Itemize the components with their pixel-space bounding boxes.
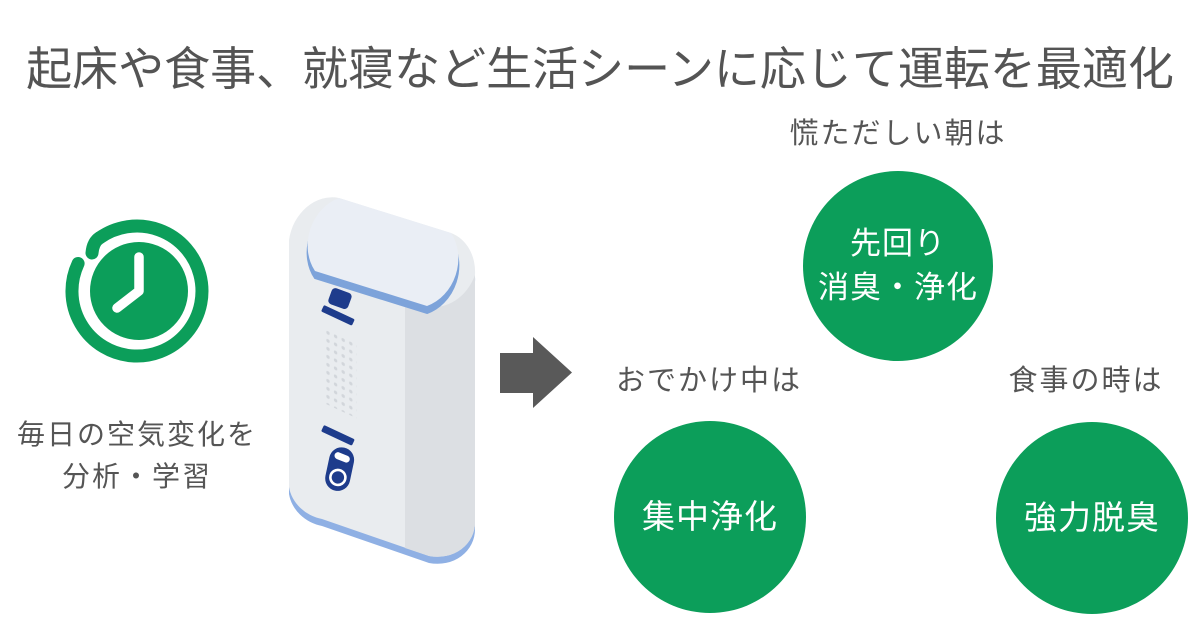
mode-text-line1: 先回り (850, 226, 946, 261)
device-vent-bar-bottom (321, 425, 355, 446)
scene-circle-morning: 先回り 消臭・浄化 (803, 171, 993, 361)
refresh-ring (65, 219, 209, 363)
clock-caption-line2: 分析・学習 (61, 461, 213, 492)
scene-circle-out: 集中浄化 (614, 421, 806, 613)
clock-refresh-icon (65, 219, 209, 363)
device-display (328, 288, 352, 310)
scene-label-out: おでかけ中は (615, 365, 803, 397)
refresh-arrow-tip (85, 231, 107, 260)
page-title: 起床や食事、就寝など生活シーンに応じて運転を最適化 (26, 43, 1174, 95)
clock-caption: 毎日の空気変化を 分析・学習 (17, 414, 257, 498)
clock-hands (112, 252, 144, 313)
mode-text-line2: 消臭・浄化 (818, 270, 978, 305)
device-dial (325, 447, 355, 491)
daily-analysis-feature (55, 205, 220, 377)
device-top-face (307, 198, 459, 306)
air-purifier-illustration (277, 192, 489, 574)
right-arrow-icon (498, 335, 576, 411)
device-speaker-grille (326, 330, 357, 419)
mode-text-line1: 集中浄化 (642, 498, 778, 535)
scene-label-morning: 慌ただしい朝は (789, 118, 1007, 150)
scene-circle-meal: 強力脱臭 (996, 422, 1188, 614)
device-vent-bar-top (321, 305, 355, 326)
scene-label-meal: 食事の時は (1008, 365, 1164, 397)
device-side-face (405, 275, 476, 557)
clock-caption-line1: 毎日の空気変化を (16, 419, 258, 450)
mode-text-line1: 強力脱臭 (1024, 499, 1160, 536)
air-purifier-svg (289, 197, 476, 564)
